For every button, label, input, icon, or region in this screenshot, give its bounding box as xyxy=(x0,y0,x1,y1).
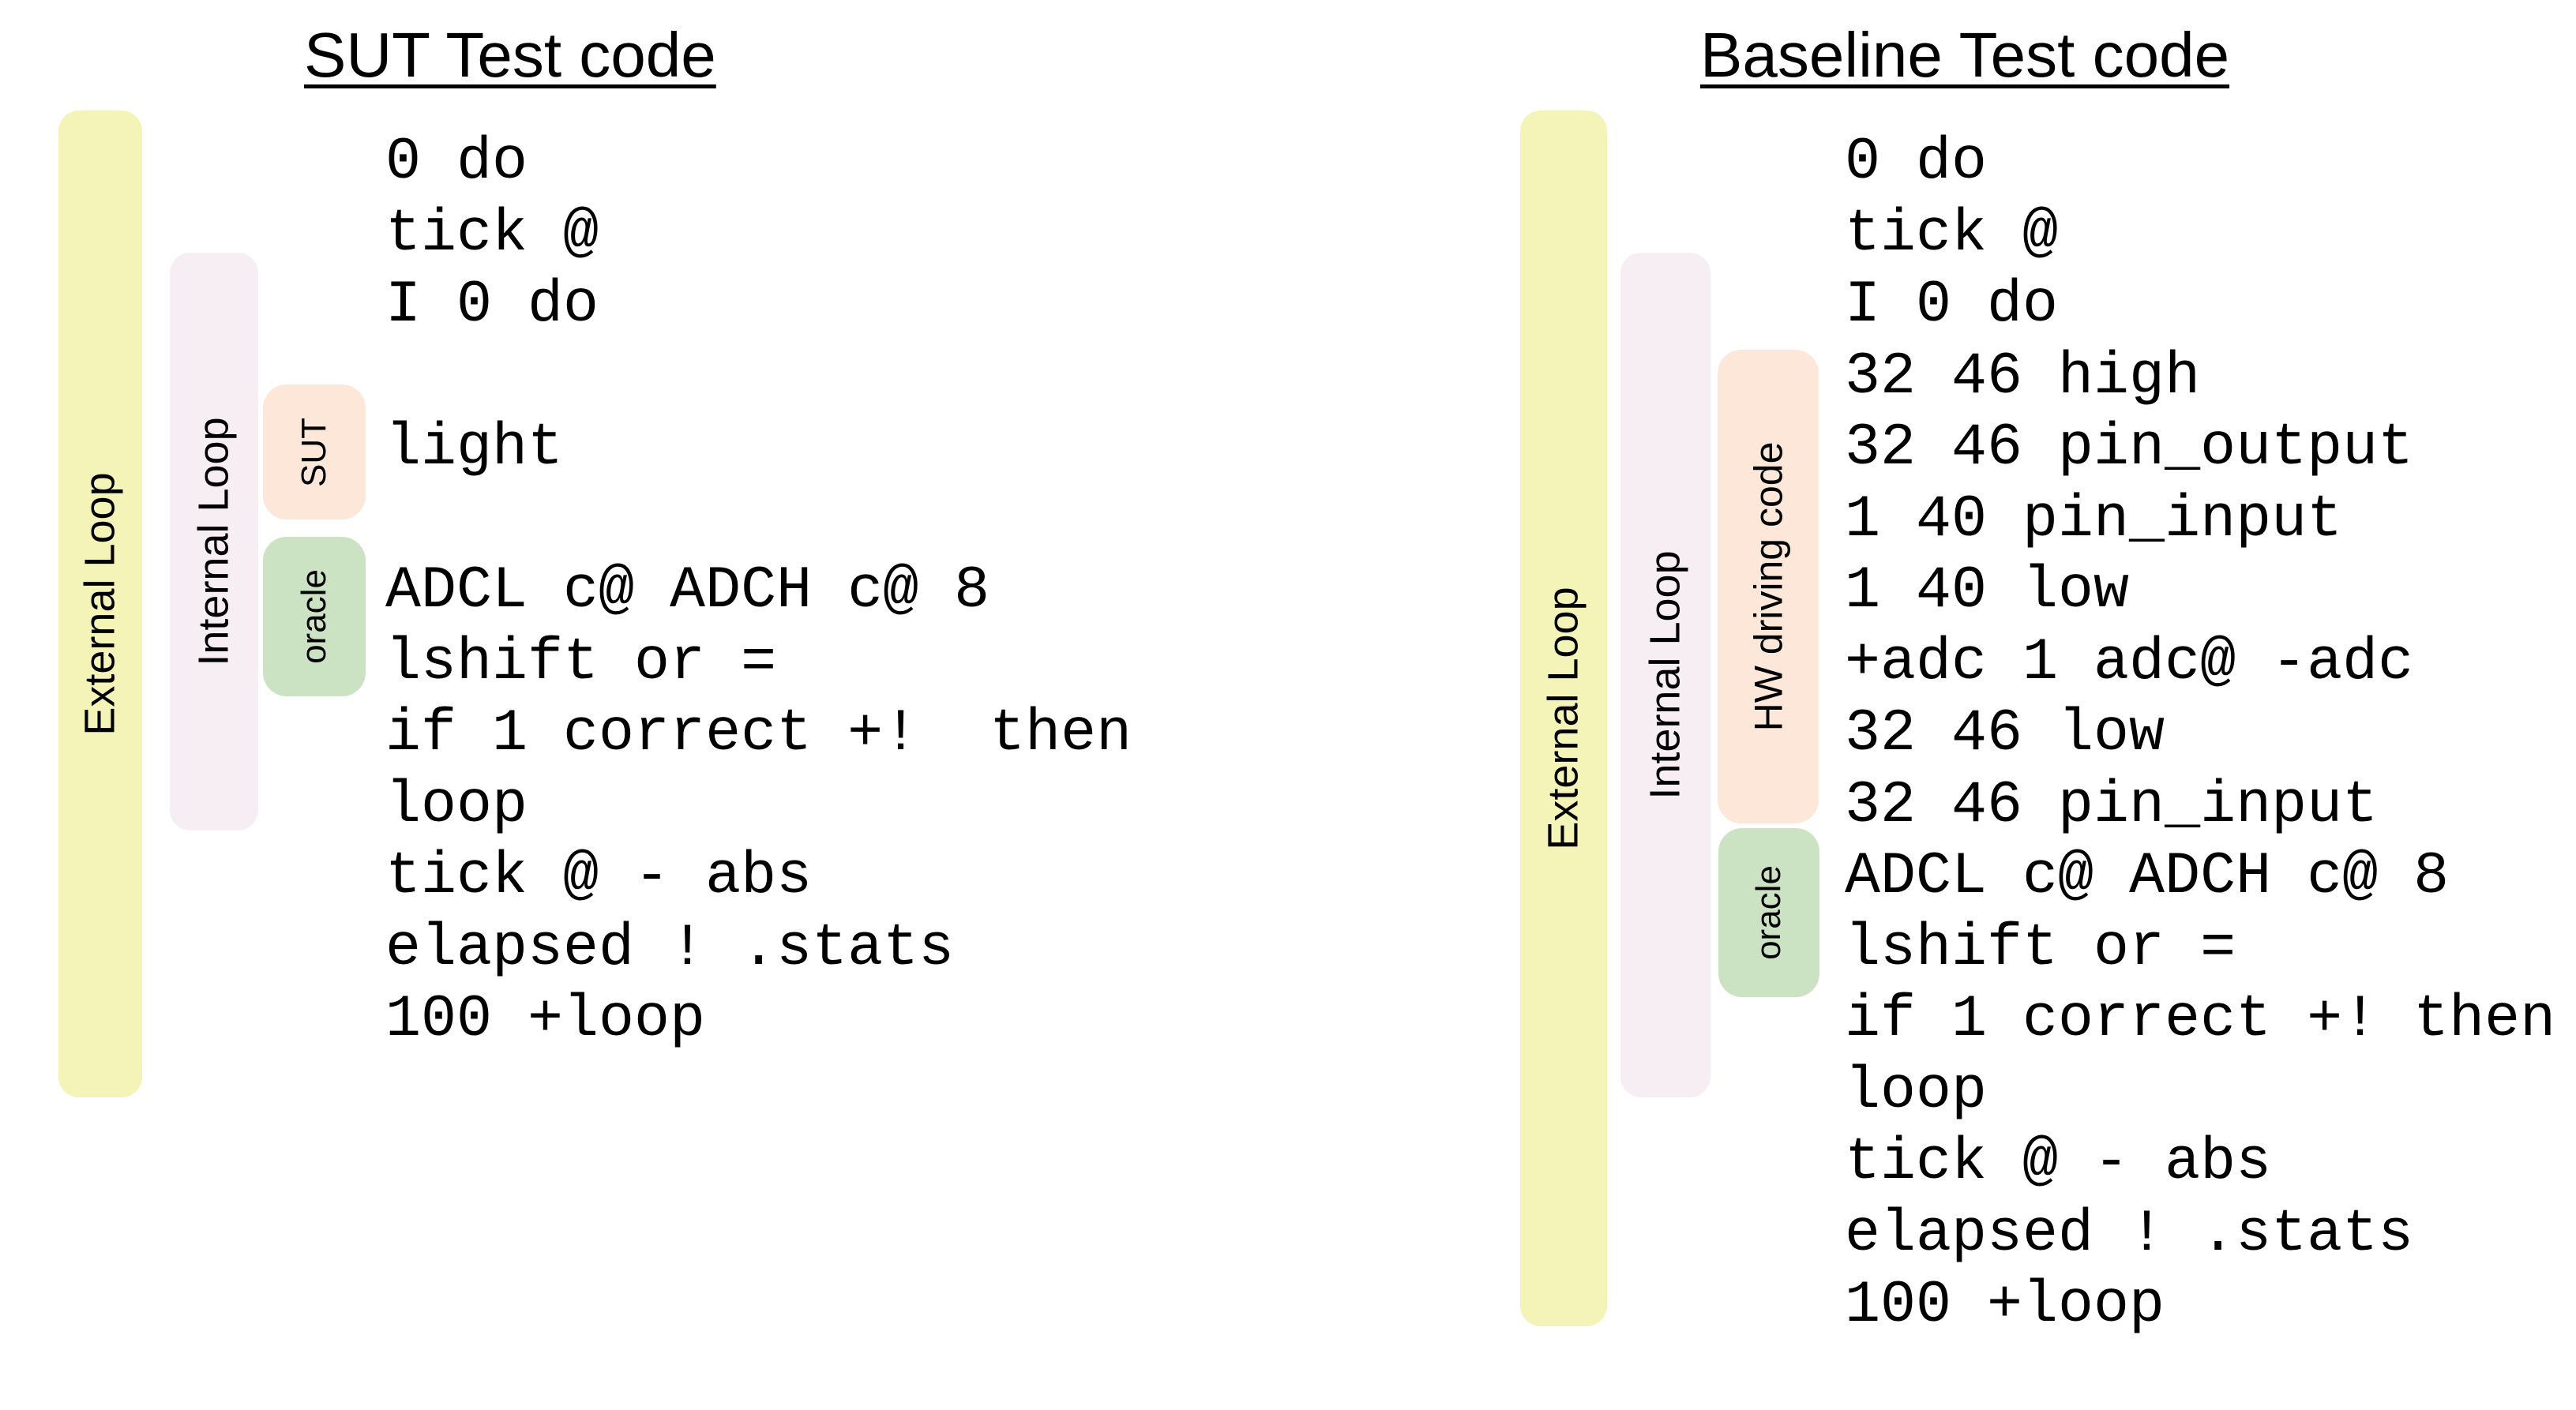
left-internal-loop-label: Internal Loop xyxy=(190,417,238,666)
right-internal-loop-label: Internal Loop xyxy=(1642,550,1689,800)
left-internal-loop-bar: Internal Loop xyxy=(170,253,258,831)
left-oracle-box: oracle xyxy=(263,537,366,696)
right-oracle-box: oracle xyxy=(1718,828,1819,997)
left-sut-label: SUT xyxy=(295,417,333,487)
right-code-listing: 0 do tick @ I 0 do 32 46 high 32 46 pin_… xyxy=(1845,129,2556,1339)
left-external-loop-label: External Loop xyxy=(77,472,125,736)
left-panel-title: SUT Test code xyxy=(304,20,716,90)
left-code-listing: 0 do tick @ I 0 do light ADCL c@ ADCH c@… xyxy=(385,129,1132,1053)
right-internal-loop-bar: Internal Loop xyxy=(1620,253,1710,1097)
right-external-loop-bar: External Loop xyxy=(1520,111,1607,1326)
left-sut-box: SUT xyxy=(263,384,366,519)
right-external-loop-label: External Loop xyxy=(1540,587,1588,850)
right-hw-driving-code-label: HW driving code xyxy=(1746,441,1791,732)
right-panel-title: Baseline Test code xyxy=(1700,20,2230,90)
left-external-loop-bar: External Loop xyxy=(58,111,142,1097)
right-oracle-label: oracle xyxy=(1749,865,1788,960)
left-oracle-label: oracle xyxy=(295,569,333,664)
right-hw-driving-code-box: HW driving code xyxy=(1718,350,1819,823)
